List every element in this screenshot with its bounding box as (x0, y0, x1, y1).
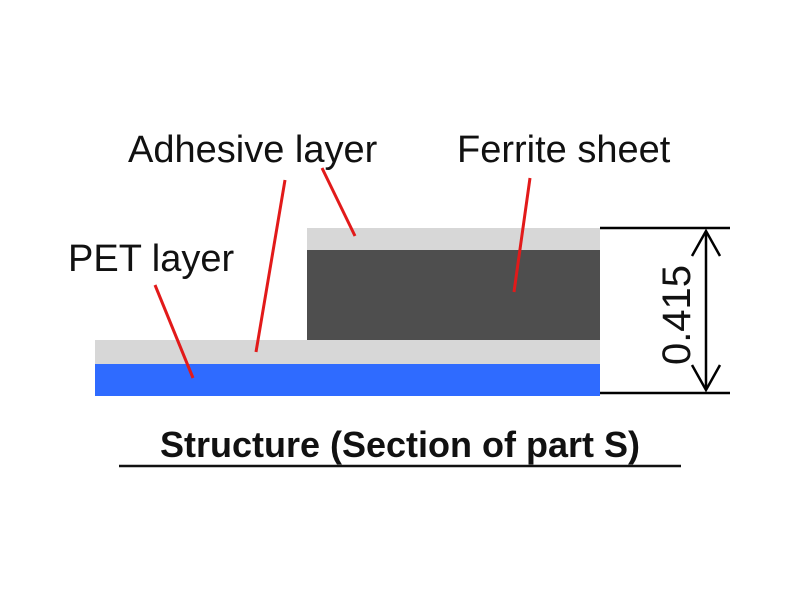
adhesive-leader-upper (320, 167, 357, 237)
ferrite-sheet-leader (512, 177, 532, 293)
dimension-arrow-bottom (690, 364, 722, 393)
pet-layer-leader (153, 284, 195, 379)
adhesive-leader-lower (254, 179, 287, 353)
upper-adhesive-layer (307, 228, 600, 250)
dimension-arrow-top (690, 228, 722, 257)
diagram-caption: Structure (Section of part S) (160, 424, 640, 465)
pet-layer-block (95, 364, 600, 396)
ferrite-sheet-label: Ferrite sheet (457, 129, 671, 171)
thickness-value: 0.415 (655, 265, 699, 365)
adhesive-layer-label: Adhesive layer (128, 129, 378, 171)
ferrite-sheet-block (307, 250, 600, 340)
lower-adhesive-layer (95, 340, 600, 364)
pet-layer-label: PET layer (68, 238, 234, 280)
